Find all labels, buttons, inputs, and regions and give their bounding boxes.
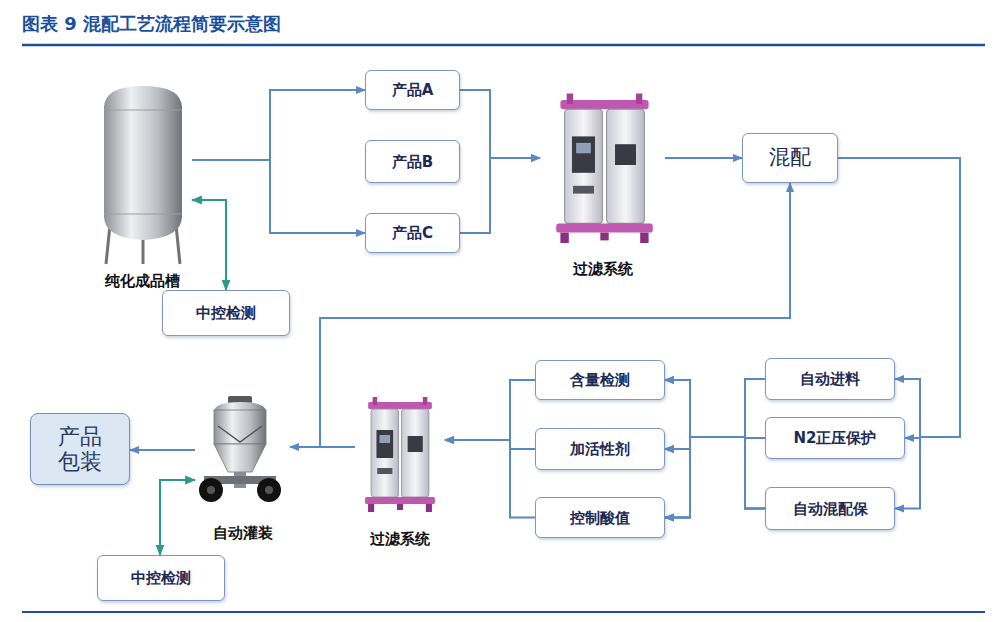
filter-illustration <box>556 94 653 244</box>
flow-arrow <box>665 437 765 518</box>
flow-arrow <box>665 380 765 438</box>
flow-arrow <box>665 380 765 509</box>
flow-arrow <box>320 183 790 447</box>
node-label: 自动灌装 <box>213 524 273 542</box>
flow-arrow <box>665 379 765 518</box>
title-rule <box>22 44 985 47</box>
node-label: 产品 包装 <box>56 424 104 475</box>
packaging-box: 产品 包装 <box>30 413 130 485</box>
illustration-part <box>214 444 266 472</box>
node-label: 中控检测 <box>131 569 191 587</box>
node-label: 自动进料 <box>800 370 860 388</box>
flow-arrow <box>460 90 540 158</box>
flow-arrow <box>192 160 365 233</box>
node-label: 中控检测 <box>196 304 256 322</box>
filter-node: 过滤系统 <box>355 392 445 548</box>
flow-arrow <box>665 437 765 518</box>
illustration-part <box>207 486 215 494</box>
node-label: 控制酸值 <box>570 509 630 527</box>
inspection-box: 中控检测 <box>162 290 290 336</box>
step-box: 自动进料 <box>765 358 895 400</box>
filter-illustration <box>365 397 435 512</box>
step-box: 含量检测 <box>535 360 665 400</box>
illustration-part <box>104 86 182 108</box>
illustration-part <box>104 110 182 111</box>
illustration-part <box>104 106 182 218</box>
node-label: 纯化成品槽 <box>105 272 180 290</box>
node-label: 混配 <box>769 145 811 170</box>
flow-arrow <box>192 90 365 160</box>
illustration-part <box>257 478 281 502</box>
flow-arrow <box>445 440 535 518</box>
step-box: 加活性剂 <box>535 428 665 470</box>
process-box: 混配 <box>742 133 838 183</box>
figure-title: 图表 9 混配工艺流程简要示意图 <box>22 12 281 36</box>
illustration-part <box>106 225 110 264</box>
filter-node: 过滤系统 <box>540 92 665 278</box>
illustration-part <box>104 214 182 215</box>
flow-arrow <box>665 157 742 159</box>
node-label: N2正压保护 <box>794 429 877 447</box>
inspection-link <box>160 480 195 555</box>
flow-arrow <box>445 440 535 449</box>
product-box: 产品A <box>365 70 460 110</box>
illustration-part <box>218 426 262 442</box>
illustration-part <box>556 94 653 244</box>
flow-arrow <box>130 449 195 451</box>
node-label: 过滤系统 <box>573 260 633 278</box>
bottom-rule <box>22 611 985 613</box>
node-label: 产品C <box>392 224 433 242</box>
product-box: 产品C <box>365 213 460 253</box>
node-label: 加活性剂 <box>570 440 630 458</box>
illustration-part <box>104 216 182 240</box>
node-label: 过滤系统 <box>370 530 430 548</box>
illustration-part <box>265 486 273 494</box>
node-label: 产品B <box>392 153 433 171</box>
illustration-part <box>176 225 180 264</box>
flow-arrow <box>665 379 765 437</box>
inspection-link <box>192 200 226 290</box>
step-box: 自动混配保 <box>765 487 895 530</box>
node-label: 自动混配保 <box>793 500 868 518</box>
illustration-part <box>214 410 266 444</box>
tank-node: 纯化成品槽 <box>92 88 192 290</box>
inspection-box: 中控检测 <box>97 555 225 601</box>
filling-node: 自动灌装 <box>195 392 290 542</box>
node-label: 产品A <box>392 81 434 99</box>
step-box: N2正压保护 <box>765 417 905 459</box>
node-label: 含量检测 <box>570 371 630 389</box>
flow-arrow <box>665 437 765 509</box>
product-box: 产品B <box>365 140 460 183</box>
tank-illustration <box>104 86 182 264</box>
flow-arrow <box>460 158 540 233</box>
filling-machine-illustration <box>199 396 281 502</box>
illustration-part <box>199 478 223 502</box>
illustration-part <box>365 397 435 512</box>
flow-arrow <box>445 380 535 440</box>
step-box: 控制酸值 <box>535 497 665 538</box>
